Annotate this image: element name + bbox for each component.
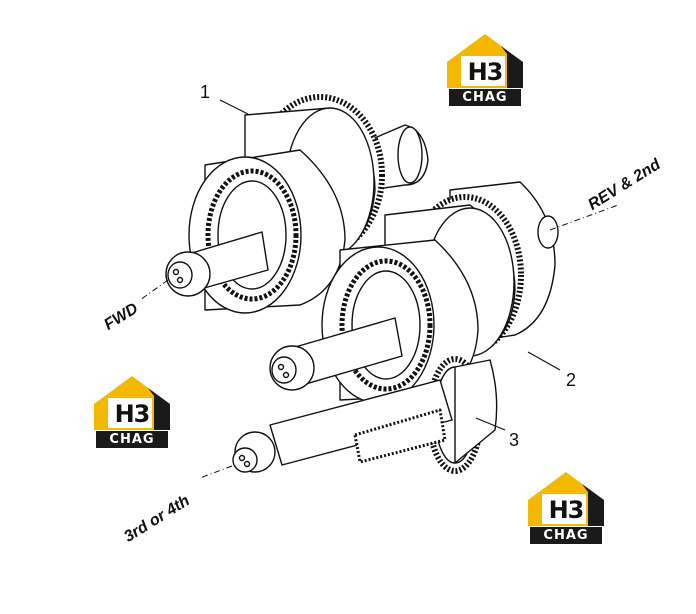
leader-1 — [219, 99, 249, 115]
house-icon — [94, 376, 170, 430]
watermark-top-text: H3 — [548, 496, 585, 524]
watermark-logo-bottom: H3 CHAG — [524, 470, 608, 546]
callout-2: 2 — [566, 370, 577, 390]
callout-1: 1 — [200, 82, 211, 102]
house-icon — [447, 34, 523, 88]
pack-1-front-shaft — [165, 231, 269, 297]
leader-2 — [527, 351, 561, 371]
watermark-top-text: H3 — [467, 58, 504, 86]
callout-3: 3 — [509, 430, 520, 450]
watermark-logo-middle: H3 CHAG — [90, 374, 174, 450]
pack-3-gear — [426, 356, 498, 474]
centerline-third — [199, 465, 233, 479]
watermark-bottom-text: CHAG — [530, 527, 602, 544]
pack-1-clutch-drum — [188, 149, 346, 314]
watermark-top-text: H3 — [114, 400, 151, 428]
leader-3 — [475, 417, 506, 431]
pack-1-rear-shaft — [369, 124, 429, 191]
house-icon — [528, 472, 604, 526]
centerline-fwd — [139, 279, 169, 301]
watermark-bottom-text: CHAG — [449, 89, 521, 106]
watermark-bottom-text: CHAG — [96, 431, 168, 448]
watermark-logo-top: H3 CHAG — [443, 32, 527, 108]
pack-2-front-shaft — [269, 317, 403, 391]
pack-3-shaft — [232, 379, 453, 473]
centerline-rev — [549, 204, 619, 231]
